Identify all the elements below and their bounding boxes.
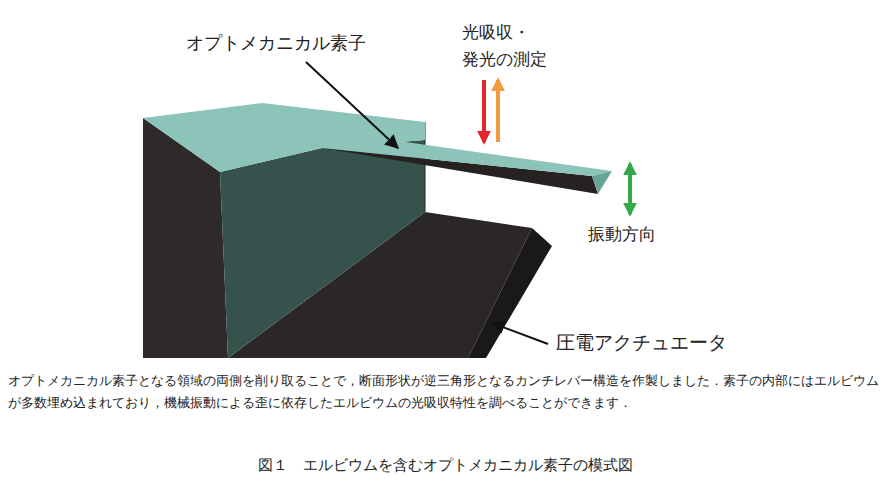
light-in-arrow [482,80,486,142]
figure-caption: 図１ エルビウムを含むオプトメカニカル素子の模式図 [258,456,633,475]
leader-line [492,323,548,344]
part-label: オプトメカニカル素子 [186,32,366,55]
cantilever-top [322,137,612,176]
leader-line [306,62,398,148]
block-cut-face [220,140,425,358]
part-label: 圧電アクチュエータ [556,331,727,355]
vibration-arrow [628,164,632,214]
cantilever-end [592,171,612,194]
block-top-face [143,103,425,172]
actuator-side [468,228,552,358]
light-out-arrow [496,80,500,142]
description-note: オプトメカニカル素子となる領域の両側を削り取ることで，断面形状が逆三角形となるカ… [8,370,880,414]
direction-label: 振動方向 [588,224,656,245]
measurement-label: 光吸収・ 発光の測定 [462,19,572,73]
